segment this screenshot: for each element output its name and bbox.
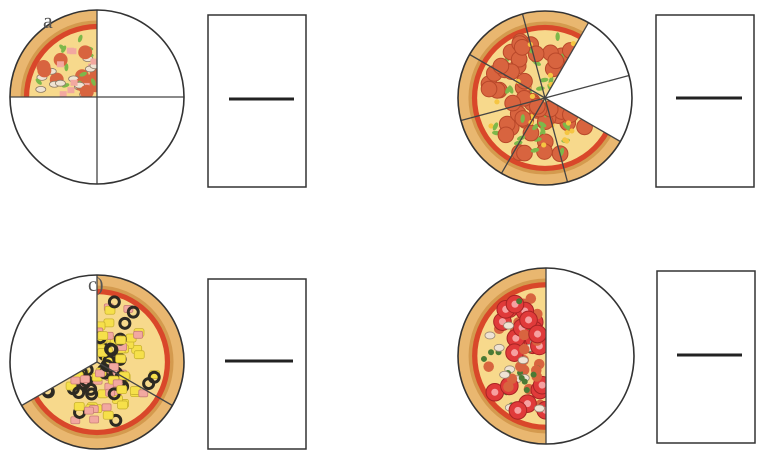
pepperoni-topping <box>517 145 533 161</box>
answer-box-a[interactable] <box>208 15 306 187</box>
mushroom-topping <box>500 371 510 378</box>
ham-topping <box>134 331 143 338</box>
pepperoni-topping <box>548 53 564 69</box>
corn-topping <box>530 94 535 99</box>
pineapple-topping <box>103 411 113 419</box>
mushroom-topping <box>504 322 514 329</box>
corn-topping <box>541 142 546 147</box>
tomato-center <box>491 389 498 396</box>
pepperoni-topping <box>493 58 509 74</box>
mushroom-topping <box>534 405 544 412</box>
problem-label-c: c) <box>88 274 104 296</box>
olive-topping <box>481 356 487 362</box>
ham-topping <box>67 87 74 93</box>
pepperoni-topping <box>481 81 497 97</box>
corn-topping <box>565 130 570 135</box>
empty-slices <box>546 268 634 444</box>
olive-topping <box>488 349 494 355</box>
ham-topping <box>67 48 74 54</box>
tomato-center <box>525 316 532 323</box>
corn-topping <box>566 120 571 125</box>
problem-d <box>458 268 755 444</box>
tomato-center <box>539 382 546 389</box>
pepperoni-topping <box>498 127 514 143</box>
corn-topping <box>548 73 553 78</box>
mushroom-topping <box>36 86 46 92</box>
olive-topping <box>531 372 537 378</box>
olive-topping <box>524 387 530 393</box>
tomato-center <box>534 331 541 338</box>
corn-topping <box>569 128 574 133</box>
ham-topping <box>57 61 64 67</box>
corn-topping <box>494 99 499 104</box>
pizza-d <box>458 268 634 444</box>
problem-a: a <box>10 8 306 187</box>
olive-topping <box>522 379 528 385</box>
pepper-topping <box>555 32 559 41</box>
pineapple-topping <box>116 355 126 363</box>
tomato-center <box>511 349 518 356</box>
ham-topping <box>81 376 90 383</box>
ham-topping <box>102 404 111 411</box>
mushroom-topping <box>485 332 495 339</box>
answer-box-d[interactable] <box>657 271 755 443</box>
answer-box-b[interactable] <box>656 15 754 187</box>
tomato-center <box>514 407 521 414</box>
ham-topping <box>85 407 94 414</box>
pepperoni-topping <box>514 40 530 56</box>
ham-topping <box>71 377 80 384</box>
answer-box-c[interactable] <box>208 279 306 449</box>
pepperoni-topping <box>483 361 494 372</box>
pizza-a <box>10 10 184 184</box>
pineapple-topping <box>98 332 108 340</box>
pineapple-topping <box>118 401 128 409</box>
mushroom-topping <box>518 357 528 364</box>
ham-topping <box>60 91 67 97</box>
mushroom-topping <box>55 80 65 86</box>
pepperoni-topping <box>519 344 530 355</box>
olive-topping <box>516 298 522 304</box>
ham-topping <box>71 80 78 86</box>
ham-topping <box>90 416 99 423</box>
pepperoni-topping <box>519 330 530 341</box>
pineapple-topping <box>117 386 127 394</box>
pepperoni-topping <box>37 63 51 77</box>
pizza-b <box>458 11 632 185</box>
pineapple-topping <box>116 336 126 344</box>
ham-topping <box>95 370 104 377</box>
pepperoni-topping <box>78 45 92 59</box>
problem-c: c) <box>10 274 306 449</box>
mushroom-topping <box>494 344 504 351</box>
pizza-c <box>10 275 184 449</box>
pineapple-topping <box>74 402 84 410</box>
pineapple-topping <box>134 351 144 359</box>
problem-b <box>458 11 754 187</box>
problem-label-a: a <box>43 8 53 33</box>
corn-topping <box>562 137 567 142</box>
